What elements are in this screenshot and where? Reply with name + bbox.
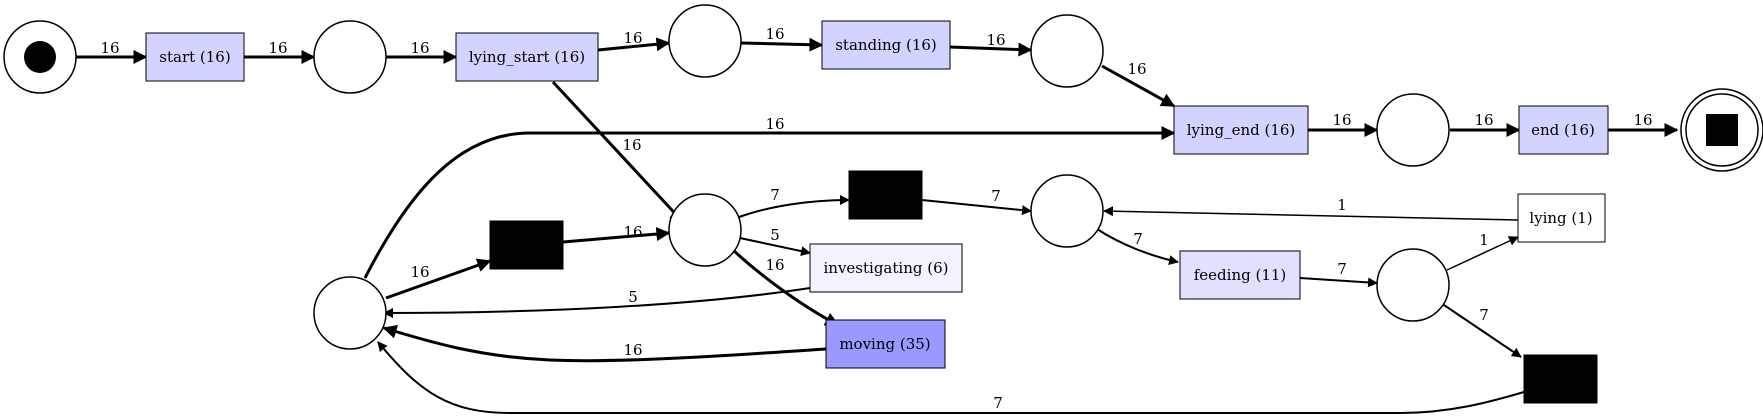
transition-lying-start (455, 32, 599, 82)
sink-square-icon (1706, 114, 1738, 146)
edge-label: 7 (770, 186, 780, 204)
edge-label: 16 (268, 39, 287, 57)
transition-label: start (16) (159, 48, 230, 66)
edge-label: 16 (622, 136, 641, 154)
edge-label: 1 (1479, 231, 1489, 249)
edge-place2-standing (740, 37, 824, 52)
place-node (668, 193, 742, 267)
edge-tau2-place7 (921, 199, 1032, 216)
edge-label: 7 (1133, 230, 1143, 248)
edge-label: 16 (100, 39, 119, 57)
place-node (1376, 248, 1450, 322)
transition-label: feeding (11) (1194, 266, 1287, 284)
edge-label: 16 (410, 263, 429, 281)
edge-place5-moving (731, 248, 840, 327)
transition-label: moving (35) (839, 335, 930, 353)
edge-tau3-place6 (377, 341, 1525, 414)
edge-label: 16 (765, 25, 784, 43)
edge-lyingstart-place2 (597, 37, 671, 52)
edge-label: 5 (628, 288, 638, 306)
transition-label: end (16) (1531, 121, 1595, 139)
silent-transition (1523, 354, 1598, 404)
transition-feeding (1179, 250, 1301, 300)
edge-label: 7 (991, 187, 1001, 205)
edge-lying-place7 (1103, 206, 1519, 221)
edge-label: 16 (410, 39, 429, 57)
transition-label: lying_start (16) (469, 48, 585, 66)
transition-lying-end (1173, 105, 1309, 155)
place-node (1030, 174, 1104, 248)
silent-transition (848, 170, 923, 220)
edge-place5-investigating (739, 237, 811, 257)
transition-investigating (809, 243, 963, 293)
edge-place5-tau2 (738, 195, 850, 218)
edge-place8-lying (1446, 236, 1519, 271)
transition-standing (821, 20, 951, 70)
edge-label: 5 (770, 226, 780, 244)
edge-place7-feeding (1096, 228, 1179, 266)
edge-label: 16 (623, 223, 642, 241)
transition-label: investigating (6) (824, 259, 949, 277)
place-node (668, 4, 742, 78)
edge-label: 16 (623, 29, 642, 47)
edge-label: 16 (765, 115, 784, 133)
edge-place6-lyingend (363, 126, 1176, 279)
transition-moving (825, 319, 946, 369)
edge-label: 16 (986, 31, 1005, 49)
transition-label: standing (16) (835, 36, 937, 54)
transition-end (1518, 105, 1609, 155)
silent-transition (489, 220, 564, 270)
edge-label: 16 (1332, 111, 1351, 129)
place-node (1030, 14, 1104, 88)
edge-label: 16 (1633, 111, 1652, 129)
edge-label: 16 (1127, 60, 1146, 78)
edge-label: 16 (623, 341, 642, 359)
edge-moving-place6 (382, 324, 827, 363)
edge-label: 7 (1479, 306, 1489, 324)
edge-tau1-place5 (562, 227, 671, 244)
transition-label: lying (1) (1529, 209, 1592, 227)
edge-label: 16 (765, 256, 784, 274)
edge-standing-place3 (949, 42, 1033, 57)
edge-place6-tau1 (385, 258, 492, 300)
edge-investigating-place6 (383, 287, 811, 318)
transition-start (145, 32, 245, 82)
edge-place3-lyingend (1101, 64, 1176, 108)
place-node (313, 20, 387, 94)
transition-label: lying_end (16) (1187, 121, 1296, 139)
edge-feeding-place8 (1299, 277, 1378, 288)
edge-lyingstart-place5 (551, 80, 685, 224)
source-token-icon (24, 41, 56, 73)
edge-label: 16 (1474, 111, 1493, 129)
place-node (313, 276, 387, 350)
place-node (1376, 93, 1450, 167)
edge-label: 1 (1337, 196, 1347, 214)
transition-lying (1517, 193, 1606, 243)
edge-place8-tau3 (1440, 302, 1522, 358)
edge-label: 7 (993, 394, 1003, 412)
edge-label: 7 (1337, 260, 1347, 278)
